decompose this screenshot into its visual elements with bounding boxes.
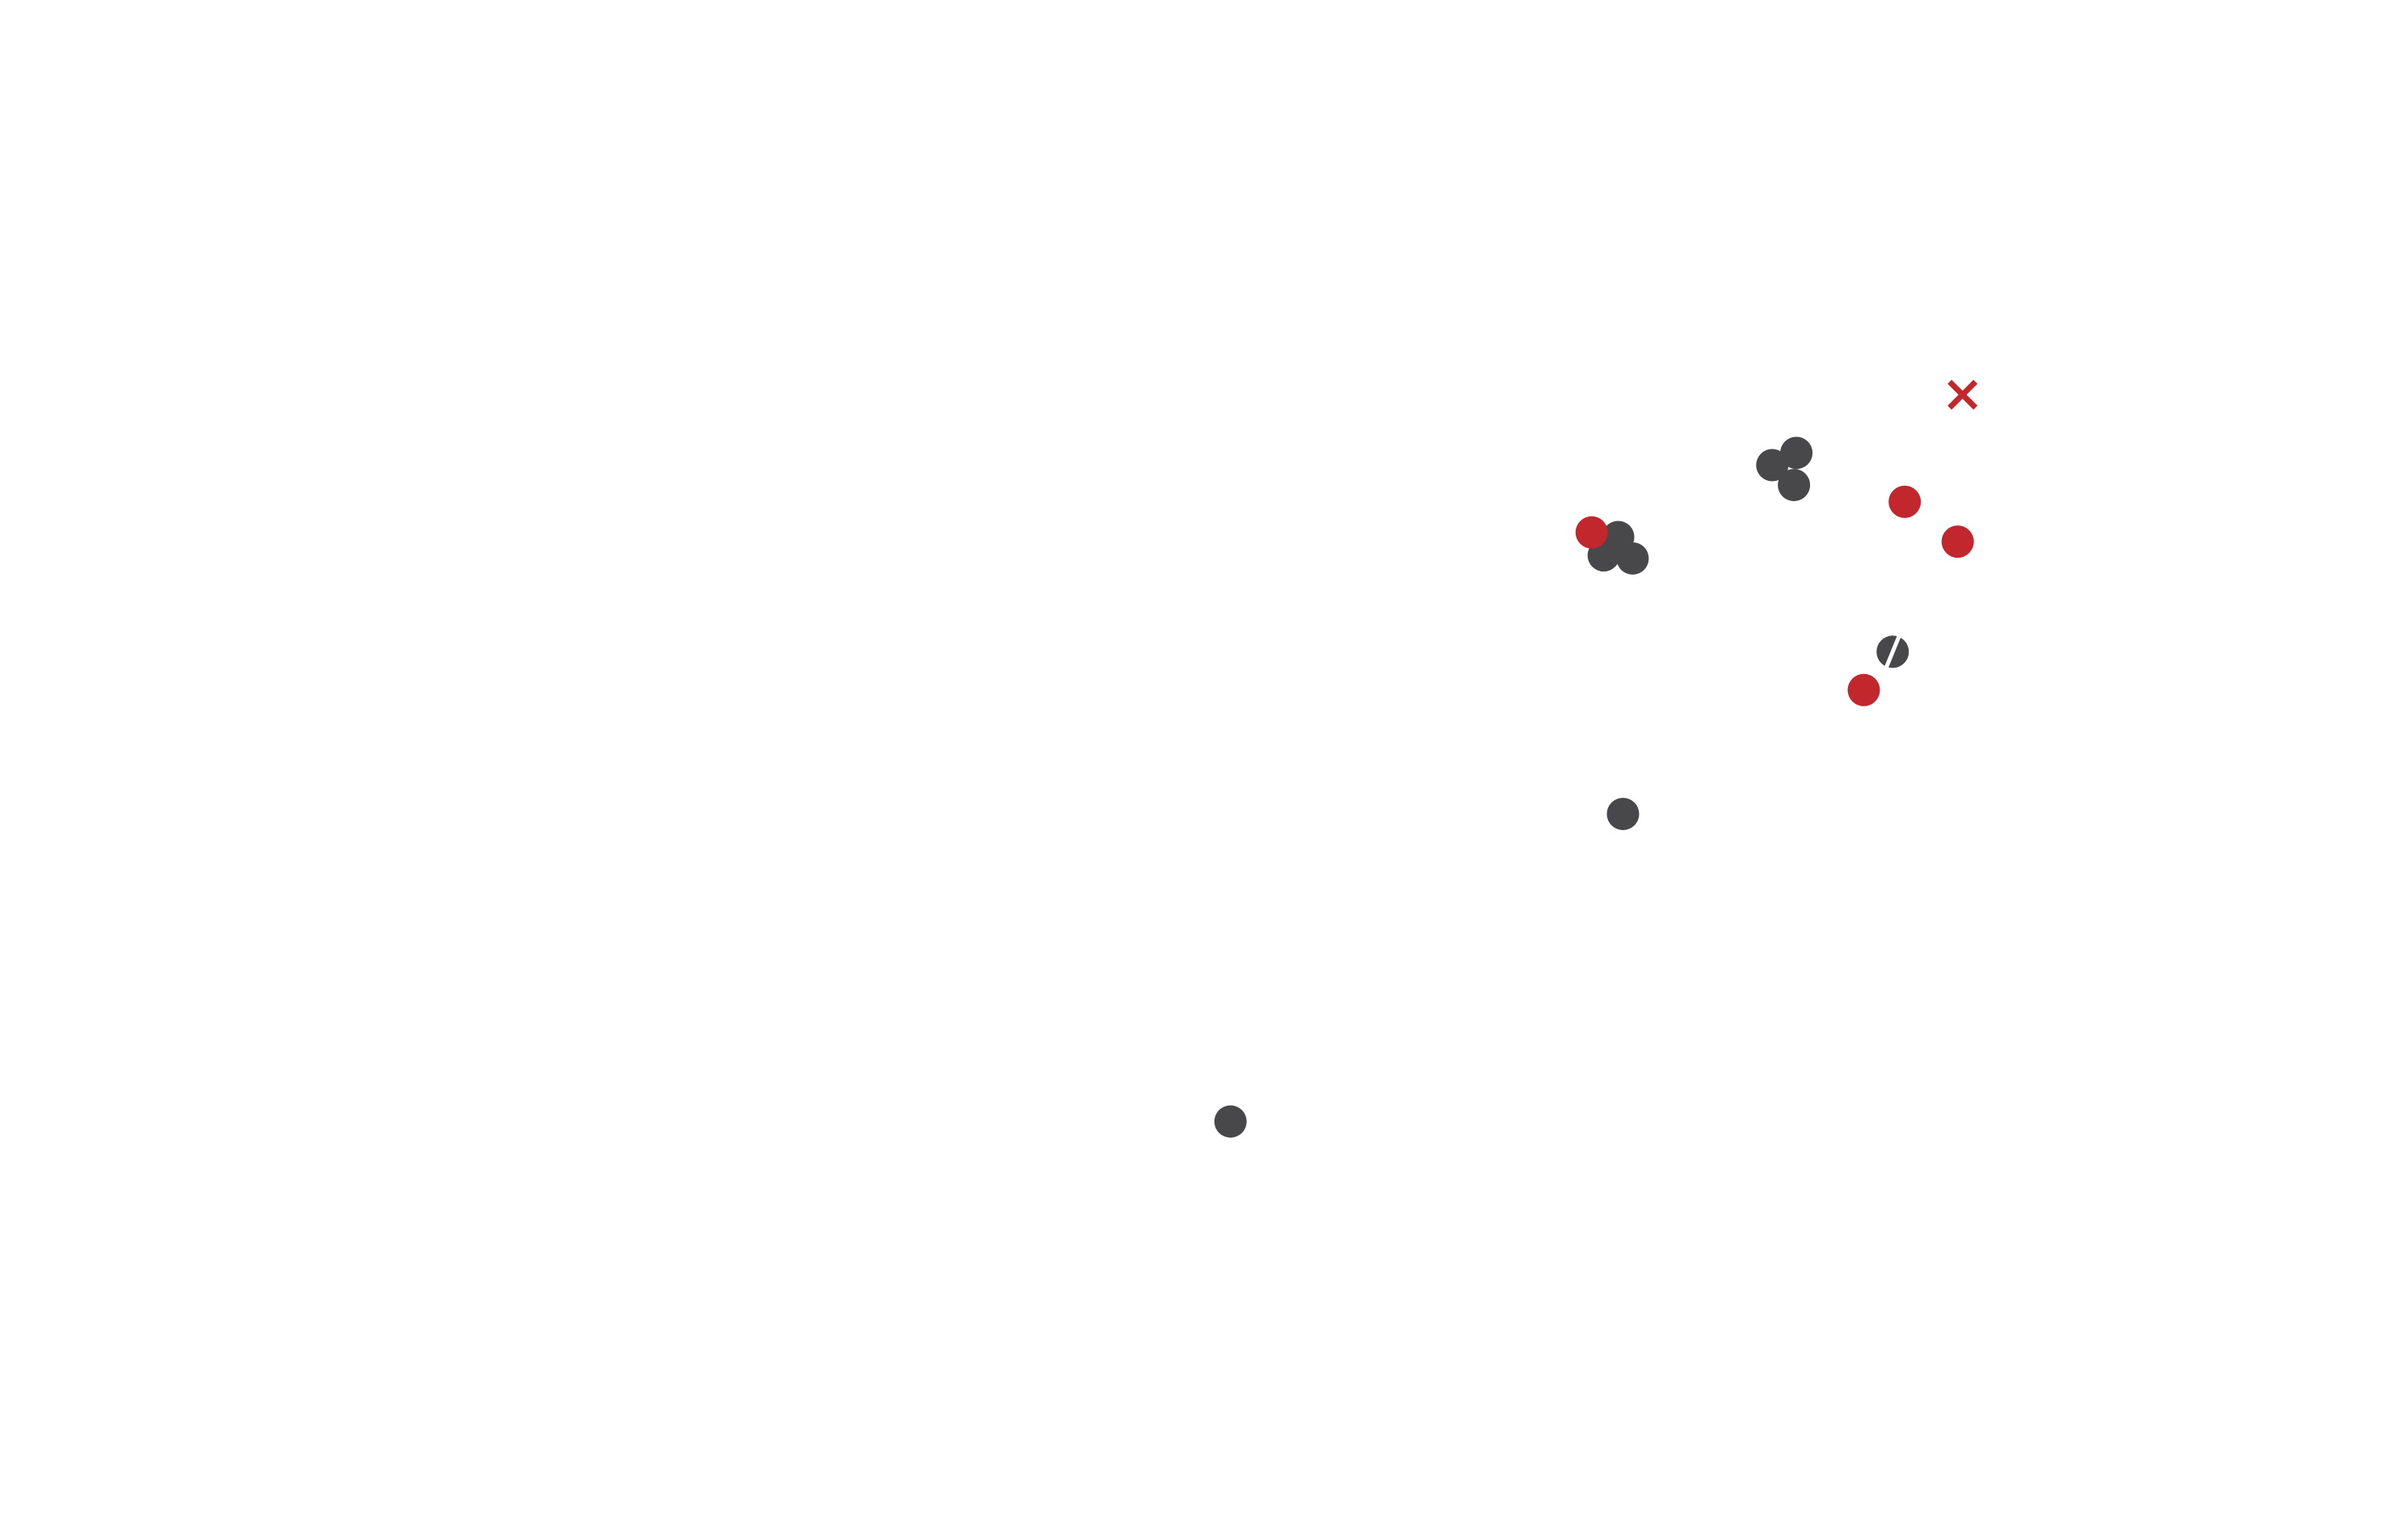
data-point-dark-circles-5	[1778, 469, 1811, 502]
data-point-slashed-circle-icon-0	[1876, 633, 1909, 671]
series-red-cross	[1947, 379, 1978, 410]
data-point-red-circles-0	[1575, 516, 1608, 549]
data-marks	[1214, 379, 1978, 1138]
data-point-dark-circles-2	[1616, 542, 1649, 575]
data-point-dark-circles-4	[1780, 436, 1813, 470]
data-point-dark-circles-3	[1756, 449, 1789, 482]
slash-line	[1883, 633, 1902, 671]
series-dark-slashed-circle	[1876, 633, 1909, 671]
data-point-red-circles-1	[1888, 485, 1922, 518]
data-point-red-circles-2	[1941, 525, 1974, 558]
cross-stroke	[1947, 379, 1978, 410]
data-point-cross-icon-0	[1947, 379, 1978, 410]
data-point-dark-circles-6	[1606, 798, 1640, 831]
data-point-red-circles-3	[1847, 673, 1880, 706]
data-point-dark-circles-7	[1214, 1105, 1247, 1138]
series-red-circles	[1575, 485, 1974, 706]
